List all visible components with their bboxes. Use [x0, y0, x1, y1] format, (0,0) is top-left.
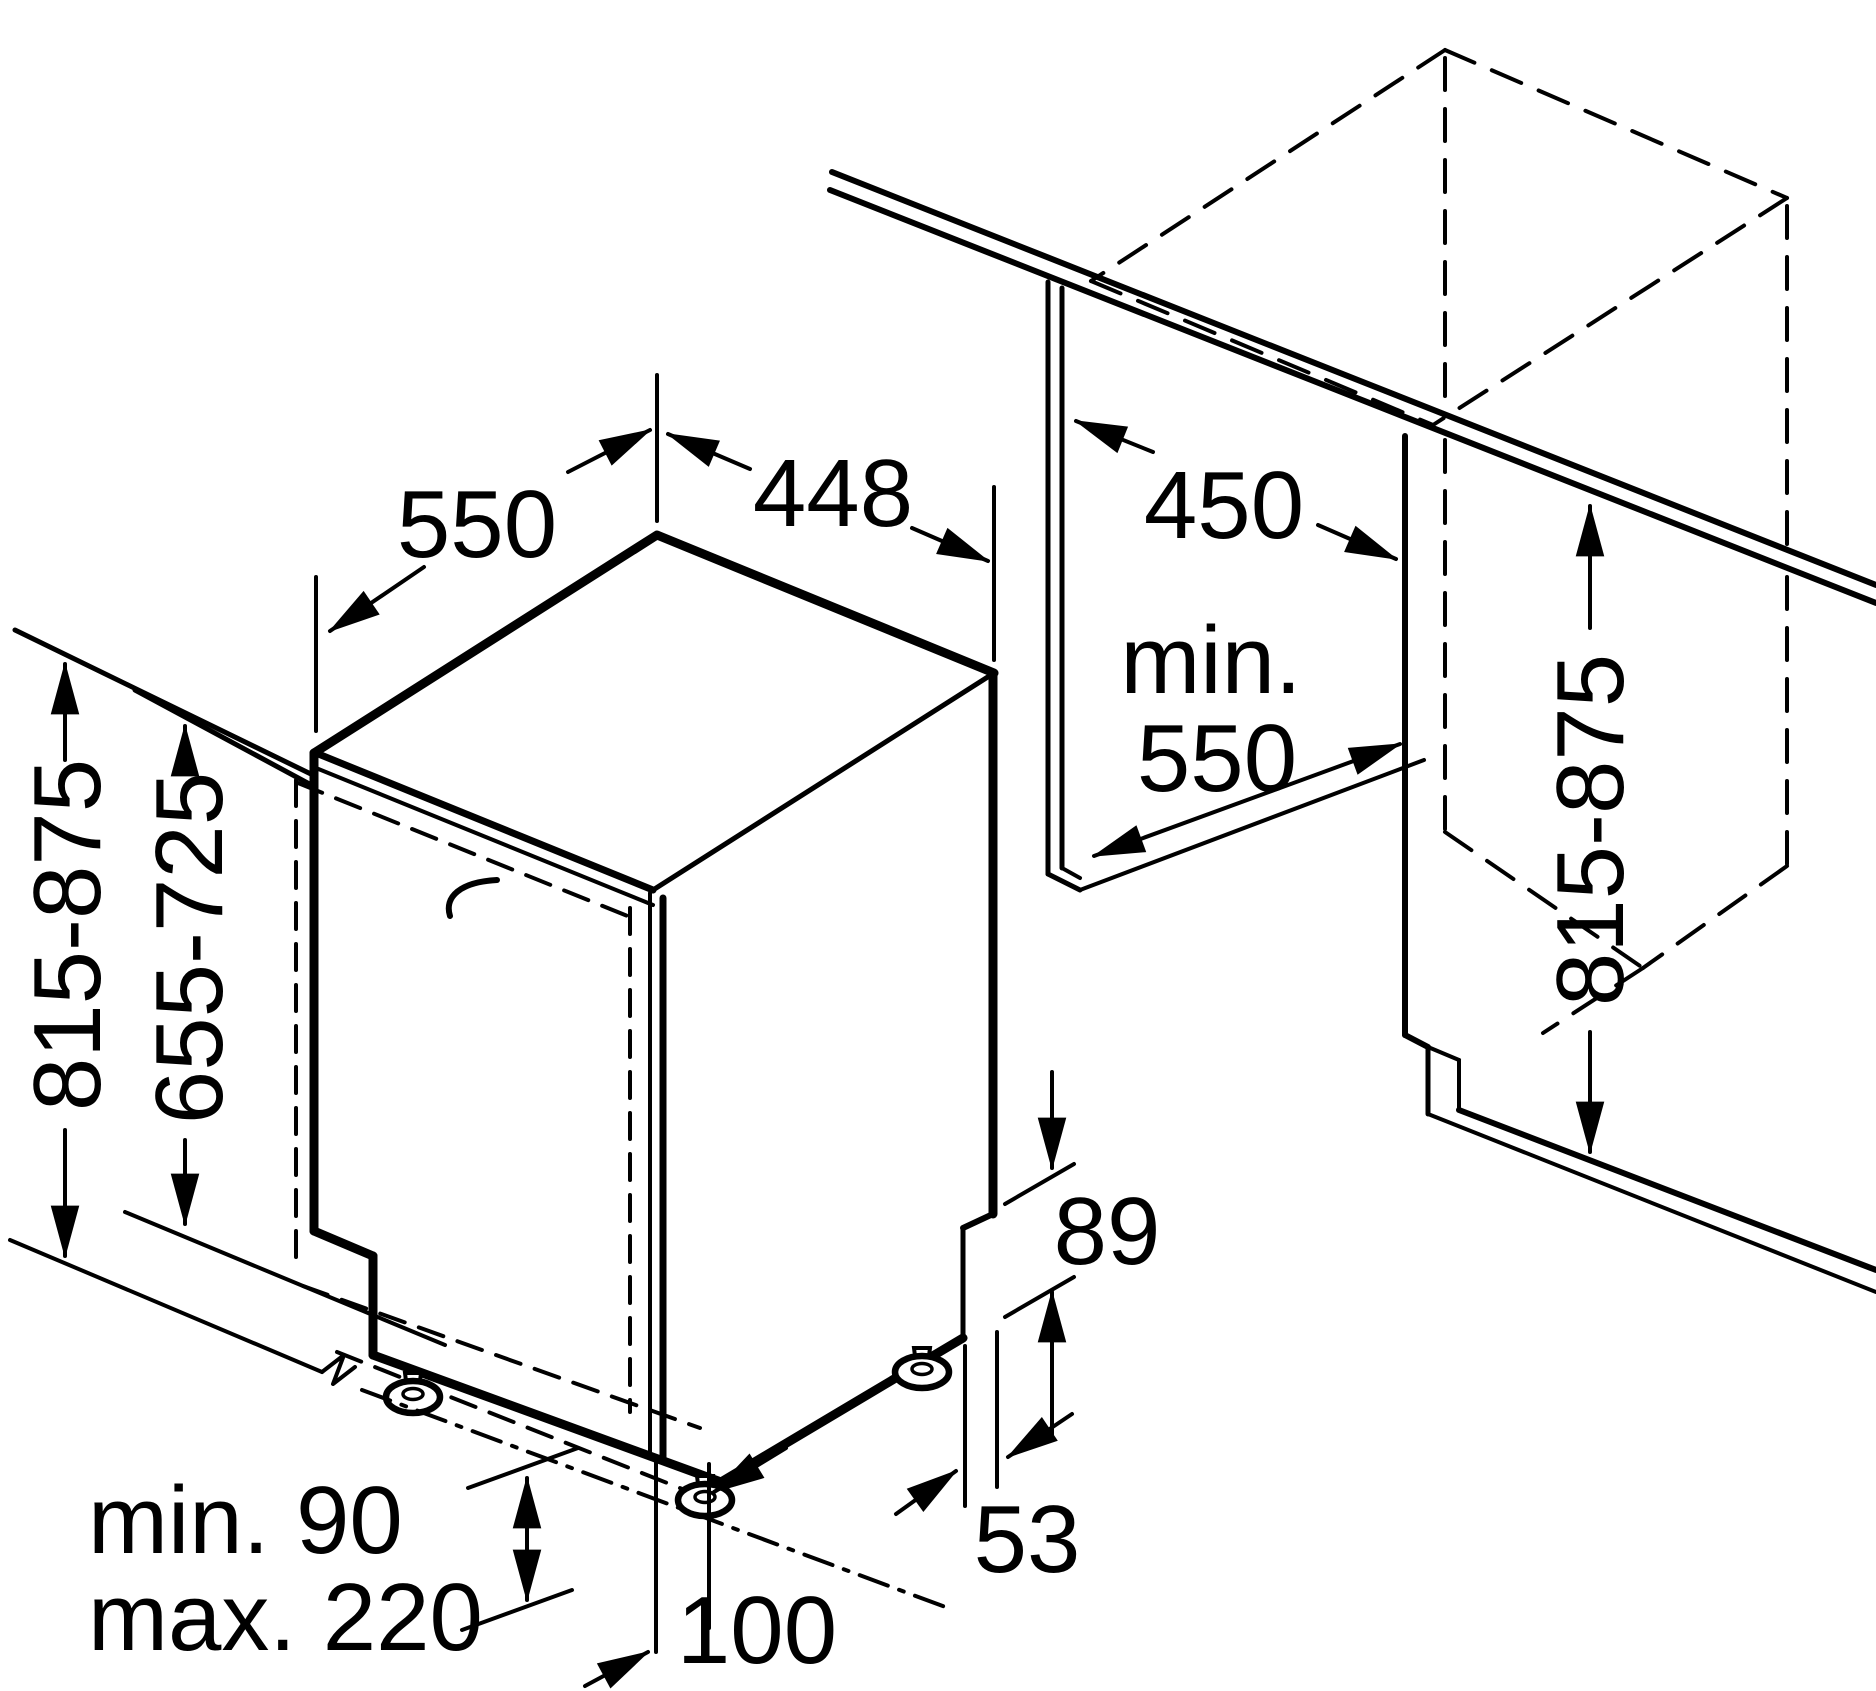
cabinet-top-front-left-edge	[1089, 279, 1435, 427]
foot-hub	[401, 1386, 425, 1402]
dim-plinth-height: min. 90 max. 220	[88, 1446, 580, 1671]
dim-door-height: 655-725	[123, 723, 447, 1347]
dim-448-arrow-right	[910, 526, 991, 563]
dim-plinth-min-label: min. 90	[88, 1467, 403, 1574]
dim-100-arrow-right	[712, 1446, 788, 1494]
cabinet-bottom-back-edge	[1443, 830, 1645, 970]
dim-100-arrow-left	[583, 1650, 650, 1689]
cabinet-top-front-right-edge	[1431, 196, 1789, 427]
worktop-front-edge	[827, 187, 1876, 606]
dim-450-arrow-left	[1073, 419, 1155, 454]
dim-plinth-tick-lower	[460, 1588, 574, 1632]
left-wall-top-line	[12, 627, 318, 779]
worktop-top-edge	[829, 169, 1876, 588]
appliance-top-right-edge	[650, 670, 997, 893]
dim-niche-depth: min. 550	[1091, 607, 1403, 858]
dim-448-arrow-left	[665, 432, 752, 471]
dim-plinth-tick-upper	[466, 1446, 580, 1490]
dim-niche-height-label: 815-875	[1537, 654, 1644, 1006]
cabinet-bottom-front-edge	[1456, 1107, 1876, 1273]
cabinet-bottom-right-edge	[1641, 864, 1789, 970]
dim-53-arrow-right	[1006, 1412, 1074, 1459]
foot-hub	[693, 1489, 717, 1505]
door-top-edge	[312, 749, 657, 894]
left-wall-lines	[12, 627, 318, 790]
dim-niche-height: 815-875	[1537, 503, 1644, 1155]
base-hidden-edge-upper	[301, 1284, 702, 1430]
cabinet-top-left-edge	[1089, 48, 1447, 283]
dim-appliance-width: 448	[665, 432, 996, 662]
appliance-top-back-edges	[309, 530, 999, 758]
dim-450-arrow-right	[1316, 523, 1399, 561]
plinth-step-left	[309, 1226, 378, 1261]
cabinet-plinth-top-edge	[1426, 1045, 1461, 1062]
door-handle-arc	[445, 877, 500, 919]
dim-niche-depth-label-line2: 550	[1137, 705, 1297, 812]
dim-foot-inset-label: 100	[677, 1577, 837, 1684]
floor-line-left	[8, 1238, 324, 1374]
dim-niche-width-label: 450	[1144, 452, 1304, 559]
appliance	[294, 530, 999, 1520]
dim-door-height-label: 655-725	[136, 772, 243, 1124]
cabinet-bottom-front-hidden	[1541, 966, 1645, 1035]
left-wall-lower-line	[132, 687, 318, 790]
dim-655-ref-line	[123, 1210, 447, 1347]
cabinet-top-right-edge	[1443, 48, 1789, 200]
door-top-inner-edge	[314, 766, 655, 907]
dim-550-arrow-left	[328, 565, 426, 633]
dim-appliance-width-label: 448	[753, 440, 913, 547]
dim-side-step-depth-label: 53	[974, 1486, 1081, 1593]
base-hidden-edge-lower	[335, 1350, 707, 1500]
foot-hub	[910, 1361, 934, 1377]
dim-550-arrow-right	[566, 428, 652, 474]
cabinet-plinth-step	[1402, 1032, 1431, 1050]
panel-bottom-corner-a	[1045, 871, 1083, 893]
dim-side-step-height: 89	[1003, 1070, 1161, 1440]
dim-appliance-height: 815-875	[14, 661, 121, 1259]
dim-min550-line	[1091, 742, 1403, 858]
panel-bottom-corner-b	[1060, 866, 1082, 880]
dim-89-tick-upper	[1003, 1162, 1076, 1206]
door-top-hidden-edge	[296, 781, 632, 919]
dim-53-arrow-left	[894, 1469, 958, 1516]
dim-side-step-height-label: 89	[1054, 1178, 1161, 1285]
dim-appliance-depth-label: 550	[397, 471, 557, 578]
dim-side-step-depth: 53	[894, 1330, 1081, 1593]
dim-foot-inset: 100	[583, 1446, 837, 1689]
floor-break-mark	[320, 1353, 357, 1386]
foot-rear-right	[891, 1346, 953, 1392]
plinth-step-right	[960, 1211, 996, 1231]
dim-plinth-max-label: max. 220	[88, 1564, 483, 1671]
dim-niche-depth-label-line1: min.	[1120, 607, 1301, 714]
tall-cabinet	[1089, 48, 1876, 1294]
dim-appliance-depth: 550	[314, 373, 659, 733]
worktop-rail	[827, 169, 1876, 606]
dim-appliance-height-label: 815-875	[14, 759, 121, 1111]
cabinet-floor-line	[1426, 1112, 1876, 1294]
dim-niche-width: 450	[1073, 419, 1399, 561]
